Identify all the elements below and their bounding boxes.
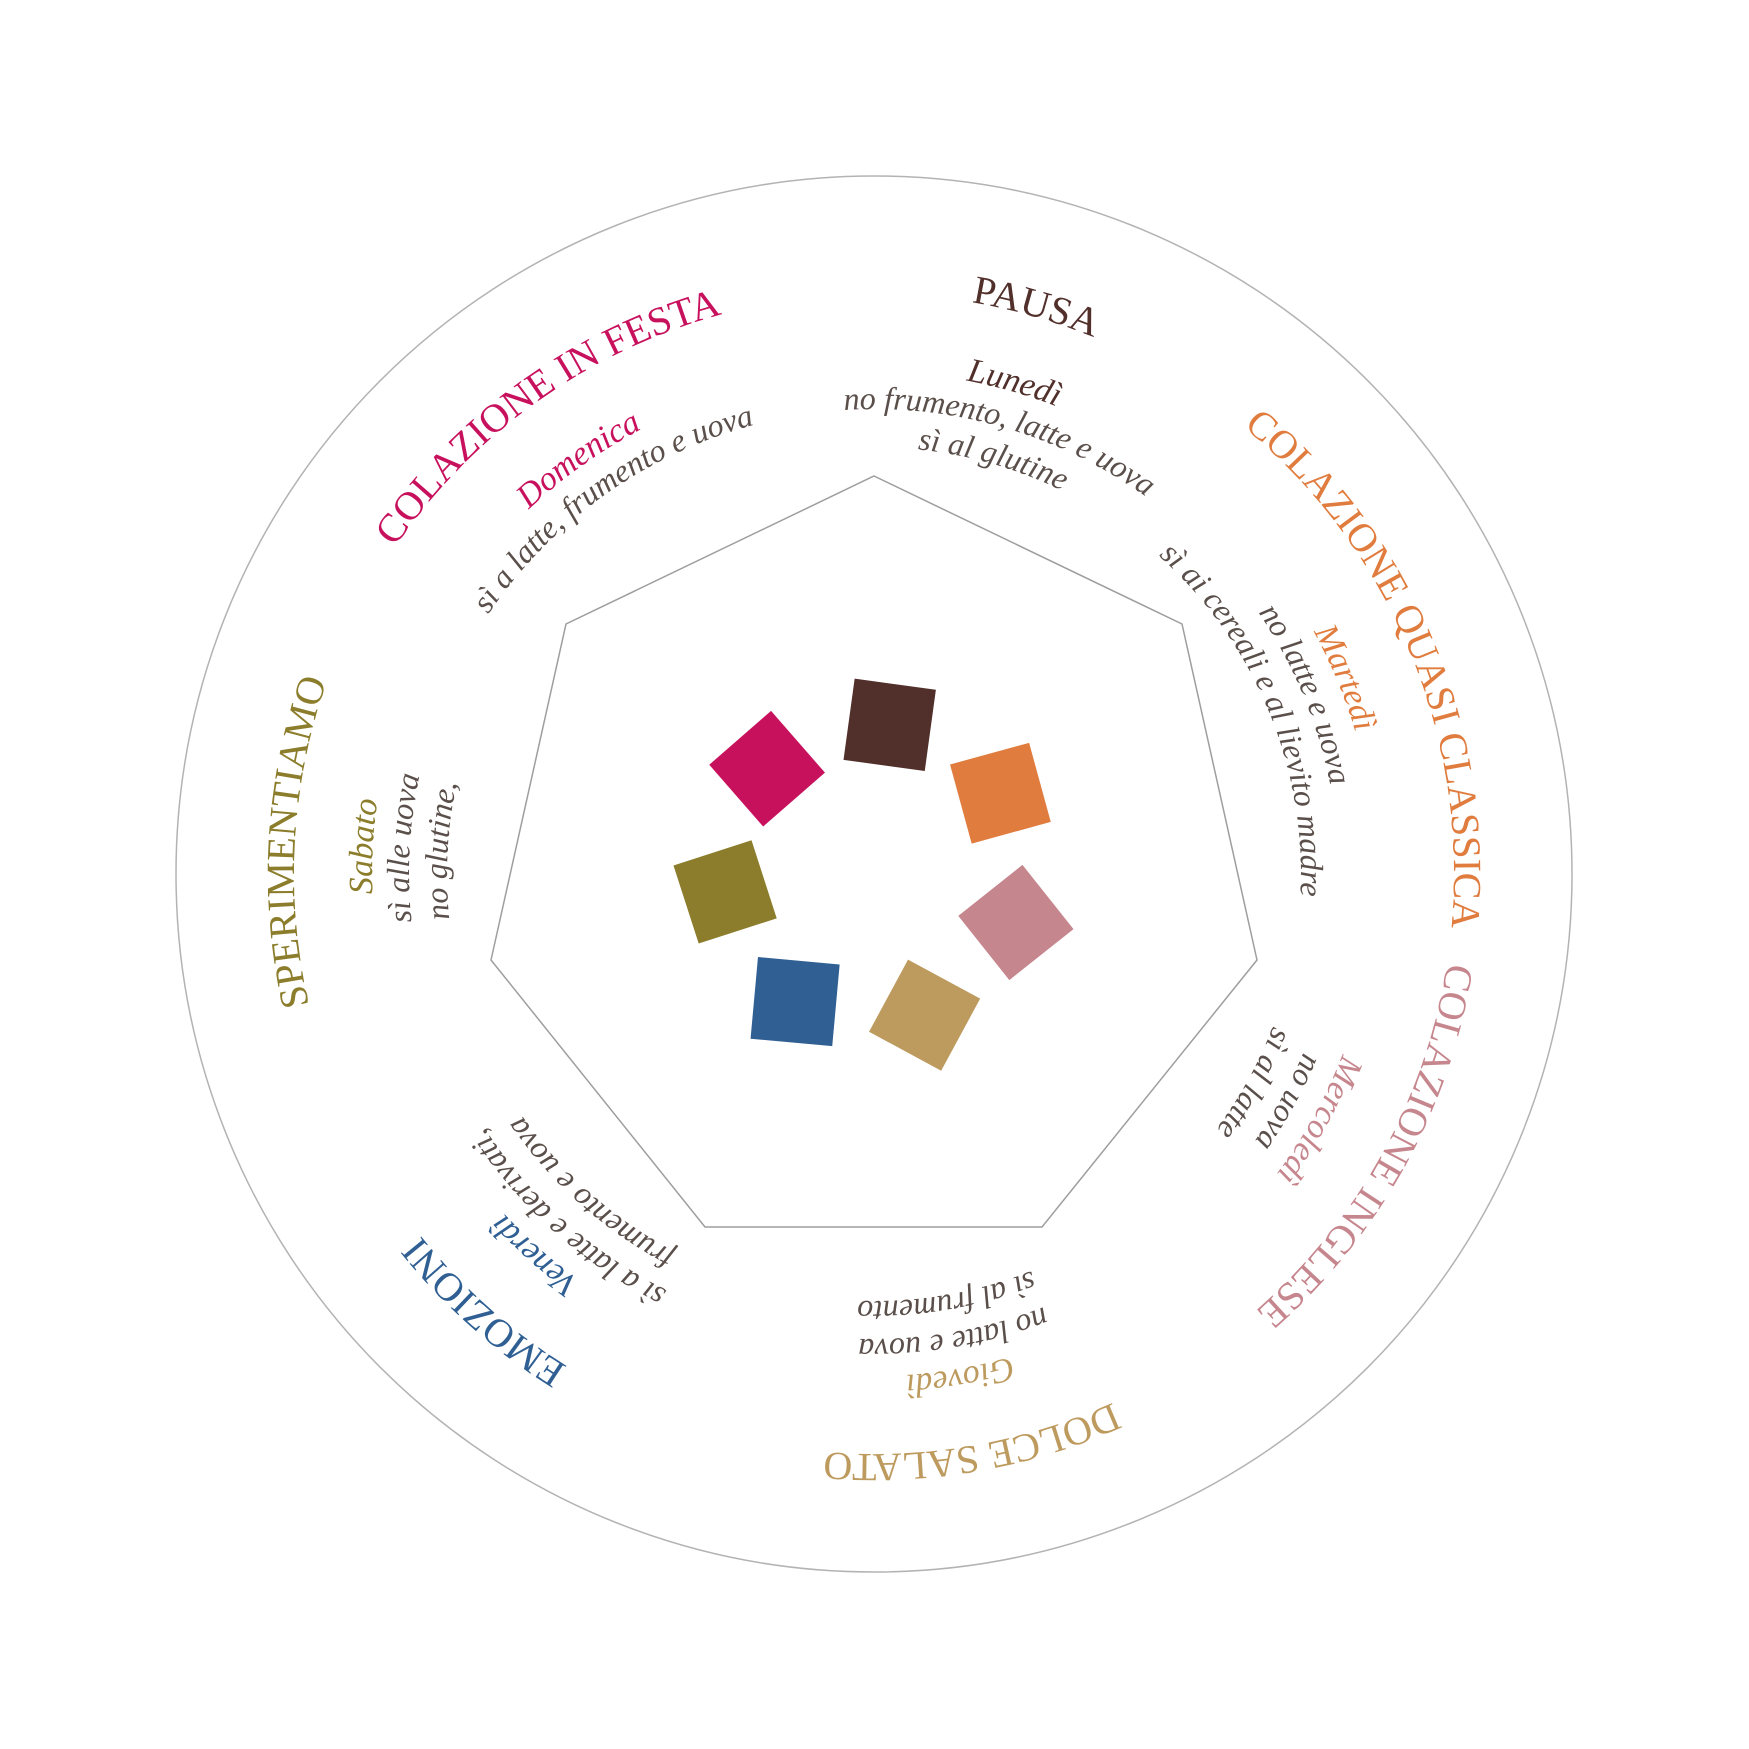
segment-text-sabato: no glutine, bbox=[418, 777, 464, 922]
segment-title-sabato: SPERIMENTIAMO bbox=[258, 670, 336, 1013]
color-square-martedi bbox=[950, 742, 1051, 844]
segment-title-lunedi: PAUSA bbox=[970, 267, 1107, 346]
color-square-giovedi bbox=[869, 959, 981, 1071]
color-square-venerdi bbox=[750, 957, 840, 1047]
color-square-lunedi bbox=[843, 678, 936, 771]
segment-text-martedi: sì ai cereali e al lievito madre bbox=[1154, 534, 1330, 897]
color-square-domenica bbox=[709, 710, 825, 827]
outer-circle bbox=[175, 175, 1573, 1573]
segment-title-giovedi: DOLCE SALATO bbox=[822, 1394, 1127, 1490]
inner-heptagon bbox=[490, 475, 1258, 1228]
color-square-sabato bbox=[673, 840, 777, 944]
color-squares bbox=[673, 678, 1074, 1071]
color-square-mercoledi bbox=[958, 864, 1074, 981]
segment-day-sabato: Sabato bbox=[343, 796, 385, 895]
